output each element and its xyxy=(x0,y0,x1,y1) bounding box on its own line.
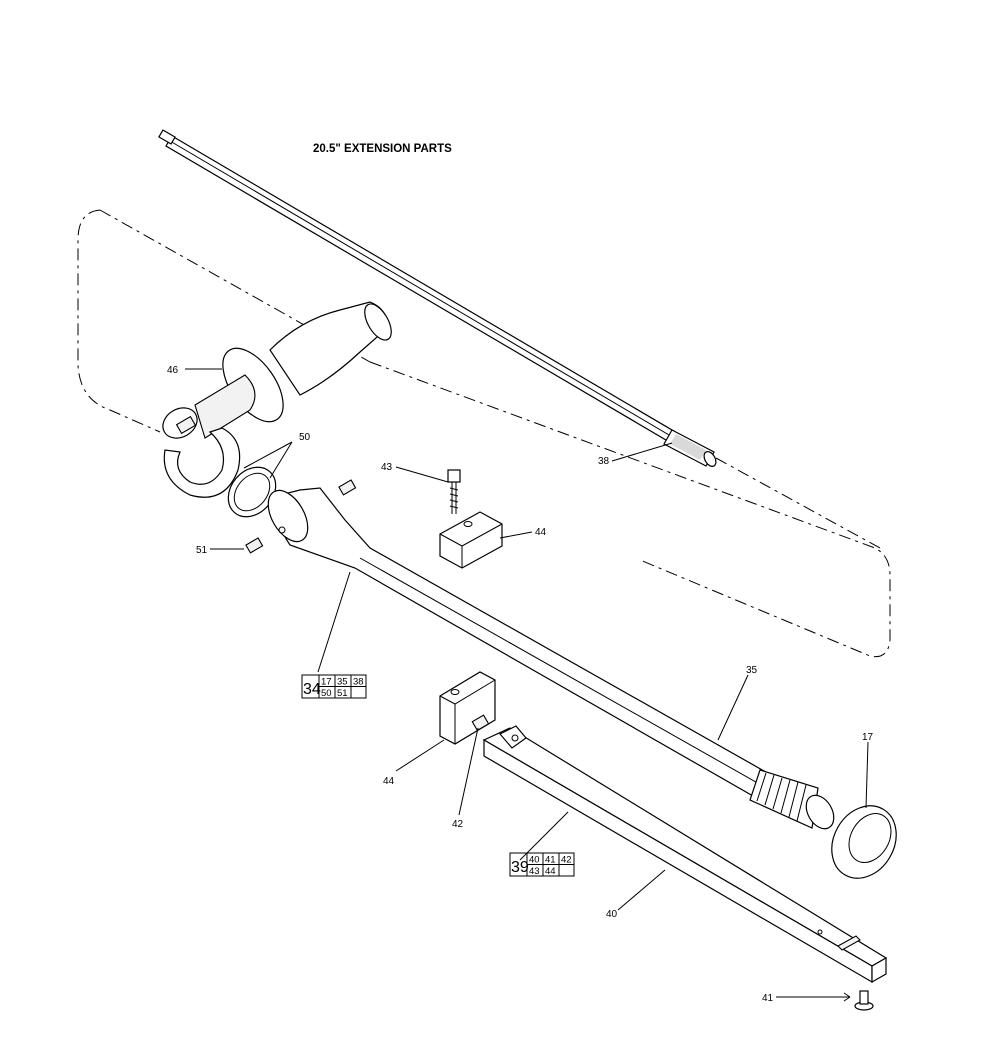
callout-35: 35 xyxy=(746,665,758,676)
kit-34-r2c1: 50 xyxy=(321,688,332,699)
kit-34-main: 34 xyxy=(303,681,321,698)
part-42-pin xyxy=(471,714,490,732)
callout-44-lower: 44 xyxy=(383,776,395,787)
kit-box-34: 34 17 35 38 50 51 xyxy=(301,674,367,699)
part-41-thumbscrew xyxy=(854,990,874,1011)
callout-42: 42 xyxy=(452,819,464,830)
callout-43: 43 xyxy=(381,462,393,473)
part-43-cap-screw xyxy=(447,469,461,514)
kit-34-r2c2: 51 xyxy=(337,688,348,699)
part-44-clamp-lower xyxy=(439,671,496,745)
kit-34-r1c2: 35 xyxy=(337,677,348,688)
assembly-boundary xyxy=(77,209,891,658)
callout-17: 17 xyxy=(862,732,874,743)
callout-38: 38 xyxy=(598,456,610,467)
set-screw-upper xyxy=(338,479,357,496)
part-44-clamp-upper xyxy=(439,511,503,569)
part-46-side-handle xyxy=(162,301,392,498)
kit-39-r1c3: 42 xyxy=(561,855,572,866)
part-51-set-screw xyxy=(245,537,264,554)
part-35-extension-tube xyxy=(267,487,835,830)
kit-34-r1c1: 17 xyxy=(321,677,332,688)
callout-46: 46 xyxy=(167,365,179,376)
kit-39-r2c2: 44 xyxy=(545,866,556,877)
kit-39-r2c1: 43 xyxy=(529,866,540,877)
callout-50: 50 xyxy=(299,432,311,443)
part-50-o-rings xyxy=(227,466,277,518)
callout-51: 51 xyxy=(196,545,208,556)
callout-44-upper: 44 xyxy=(535,527,547,538)
part-40-support-bar xyxy=(482,725,888,984)
kit-39-main: 39 xyxy=(511,859,529,876)
callout-40: 40 xyxy=(606,909,618,920)
part-38-drive-shaft xyxy=(158,129,717,467)
kit-box-39: 39 40 41 42 43 44 xyxy=(509,852,575,877)
kit-39-r1c2: 41 xyxy=(545,855,556,866)
kit-34-r1c3: 38 xyxy=(353,677,364,688)
part-17-knurled-nut xyxy=(831,805,897,879)
diagram-title: 20.5" EXTENSION PARTS xyxy=(313,143,452,155)
callout-41: 41 xyxy=(762,993,774,1004)
kit-39-r1c1: 40 xyxy=(529,855,540,866)
leader-lines xyxy=(185,368,869,1002)
